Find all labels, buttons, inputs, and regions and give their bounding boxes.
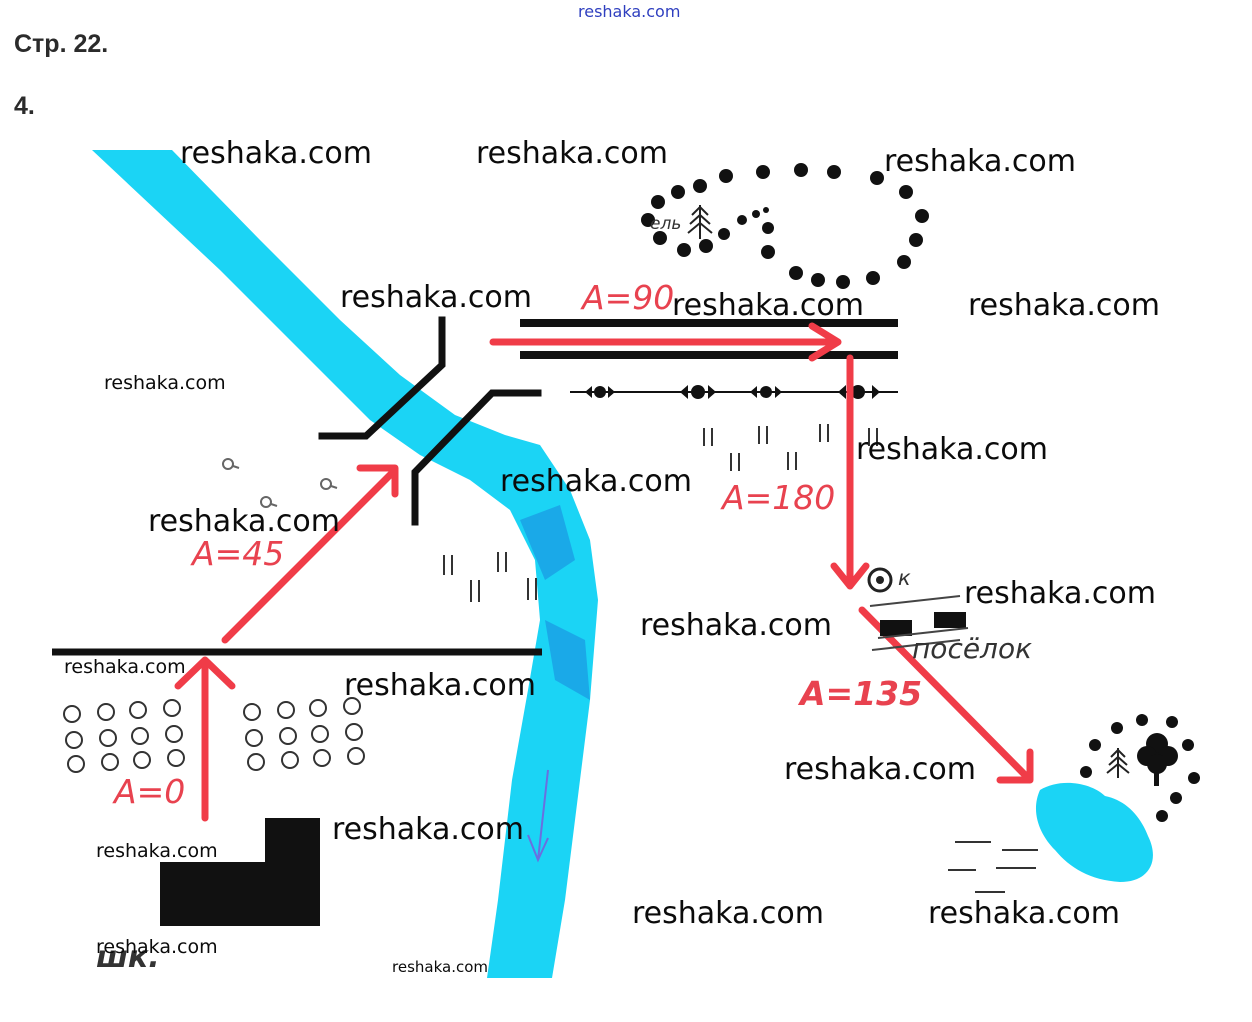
watermark: reshaka.com — [104, 372, 226, 394]
spruce-tree-icon — [1106, 748, 1130, 778]
watermark: reshaka.com — [640, 608, 832, 643]
watermark: reshaka.com — [500, 464, 692, 499]
settlement-label: посёлок — [912, 632, 1032, 665]
azimuth-label: A=45 — [192, 534, 285, 573]
site-url[interactable]: reshaka.com — [578, 2, 681, 21]
azimuth-label: A=135 — [800, 674, 923, 713]
meadow-grass — [443, 424, 878, 602]
watermark: reshaka.com — [332, 812, 524, 847]
deciduous-tree-icon — [1137, 733, 1178, 786]
watermark: reshaka.com — [964, 576, 1156, 611]
watermark: reshaka.com — [148, 504, 340, 539]
spring-icon — [867, 567, 893, 593]
river-flow-arrow — [527, 769, 549, 863]
task-number: 4. — [14, 92, 35, 120]
watermark: reshaka.com — [340, 280, 532, 315]
azimuth-label: A=90 — [582, 278, 675, 317]
watermark: reshaka.com — [968, 288, 1160, 323]
route-arrow-northeast — [221, 464, 399, 644]
river-deep-part — [545, 620, 590, 700]
watermark: reshaka.com — [672, 288, 864, 323]
school-label: шк. — [96, 940, 160, 975]
lake — [1035, 782, 1153, 882]
river — [92, 150, 598, 978]
watermark: reshaka.com — [64, 656, 186, 678]
route-arrows — [174, 322, 1034, 822]
watermark: reshaka.com — [392, 958, 488, 976]
page-number: Стр. 22. — [14, 30, 109, 58]
marsh — [948, 841, 1038, 893]
spring-label: к — [898, 566, 911, 590]
building-icon — [160, 818, 320, 926]
watermark: reshaka.com — [632, 896, 824, 931]
azimuth-label: A=180 — [722, 478, 836, 517]
route-arrow-south — [830, 354, 870, 590]
watermark: reshaka.com — [344, 668, 536, 703]
bridge — [318, 316, 542, 526]
watermark: reshaka.com — [96, 840, 218, 862]
watermark: reshaka.com — [476, 136, 668, 171]
route-arrow-north — [174, 656, 236, 822]
orchard — [63, 697, 365, 773]
road — [520, 319, 898, 359]
hedge-line — [570, 385, 898, 399]
spruce-label: ель — [650, 214, 682, 234]
watermark: reshaka.com — [180, 136, 372, 171]
route-arrow-east — [489, 322, 842, 362]
forest-boundary — [641, 163, 929, 289]
bushes — [222, 458, 338, 508]
spruce-tree-icon — [687, 205, 713, 239]
watermark: reshaka.com — [784, 752, 976, 787]
watermark: reshaka.com — [928, 896, 1120, 931]
watermark: reshaka.com — [884, 144, 1076, 179]
river-deep-part — [520, 505, 575, 580]
azimuth-label: A=0 — [114, 772, 186, 811]
route-arrow-southeast — [858, 606, 1034, 784]
watermark: reshaka.com — [96, 936, 218, 958]
settlement-buildings — [869, 595, 969, 651]
grove — [1080, 714, 1200, 822]
watermark: reshaka.com — [856, 432, 1048, 467]
